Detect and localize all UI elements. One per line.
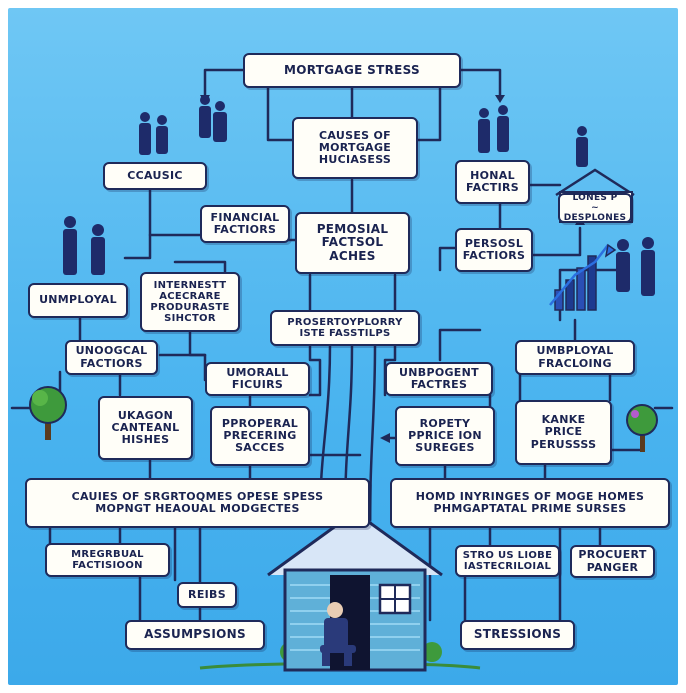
bush-icon [422, 642, 442, 662]
connector-line [528, 226, 582, 257]
tree-right-icon [626, 404, 658, 452]
connector-line [368, 343, 377, 522]
connector-line [123, 186, 152, 260]
node-ukagon: UKAGON CANTEANL HISHES [98, 396, 193, 460]
node-causes: CAUSES OF MORTGAGE HUCIASESS [292, 117, 418, 179]
node-ropety: ROPETY PPRICE ION SUREGES [395, 406, 495, 466]
connector-line [438, 328, 482, 362]
node-pproperal: PPROPERAL PRECERING SACCES [210, 406, 310, 466]
node-honal: HONAL FACTIRS [455, 160, 530, 204]
bar-chart-icon [549, 243, 617, 311]
connector-line [266, 86, 294, 142]
tree-left-icon [29, 386, 67, 440]
connector-line [188, 328, 207, 357]
node-title: MORTGAGE STRESS [243, 53, 461, 88]
node-stressions: STRESSIONS [460, 620, 575, 650]
node-prosertoy: PROSERTOYPLORRY ISTE FASSTILPS [270, 310, 420, 346]
connector-line [458, 68, 502, 97]
people-group-icon [63, 95, 655, 296]
connector-line [158, 353, 207, 382]
connector-line [416, 86, 442, 142]
node-pemosial: PEMOSIAL FACTSOL ACHES [295, 212, 410, 274]
arrowhead [495, 95, 505, 103]
node-caues-of: CAUIES OF SRGRTOQMES OPESE SPESS MOPNGT … [25, 478, 370, 528]
node-internest: INTERNESTT ACECRARE PRODURASTE SIHCTOR [140, 272, 240, 332]
node-unbpogent: UNBPOGENT FACTRES [385, 362, 493, 396]
connector-line [203, 68, 247, 97]
node-ccausic: CCAUSIC [103, 162, 207, 190]
connector-line [308, 343, 322, 397]
node-kanke: KANKE PRICE PERUSSSS [515, 400, 612, 465]
node-procuert: PROCUERT PANGER [570, 545, 655, 578]
node-homd: HOMD INYRINGES OF MOGE HOMES PHMGAPTATAL… [390, 478, 670, 528]
arrowhead [380, 433, 390, 443]
node-reibs: REIBS [177, 582, 237, 608]
node-assumpsions: ASSUMPSIONS [125, 620, 265, 650]
node-unbployal: UMBPLOYAL FRACLOING [515, 340, 635, 375]
node-stro-us: STRO US LIOBE IASTECRILOIAL [455, 545, 560, 577]
node-unoogcal: UNOOGCAL FACTIORS [65, 340, 158, 375]
seated-person-icon [320, 602, 356, 666]
node-lones: LONES P ~ DESPLONES [558, 193, 632, 223]
node-persosl: PERSOSL FACTIORS [455, 228, 533, 272]
node-mregrbual: MREGRBUAL FACTISIOON [45, 543, 170, 577]
node-financial: FINANCIAL FACTIORS [200, 205, 290, 243]
node-umoralll: UMORALL FICUIRS [205, 362, 310, 396]
node-unmployal: UNMPLOYAL [28, 283, 128, 318]
